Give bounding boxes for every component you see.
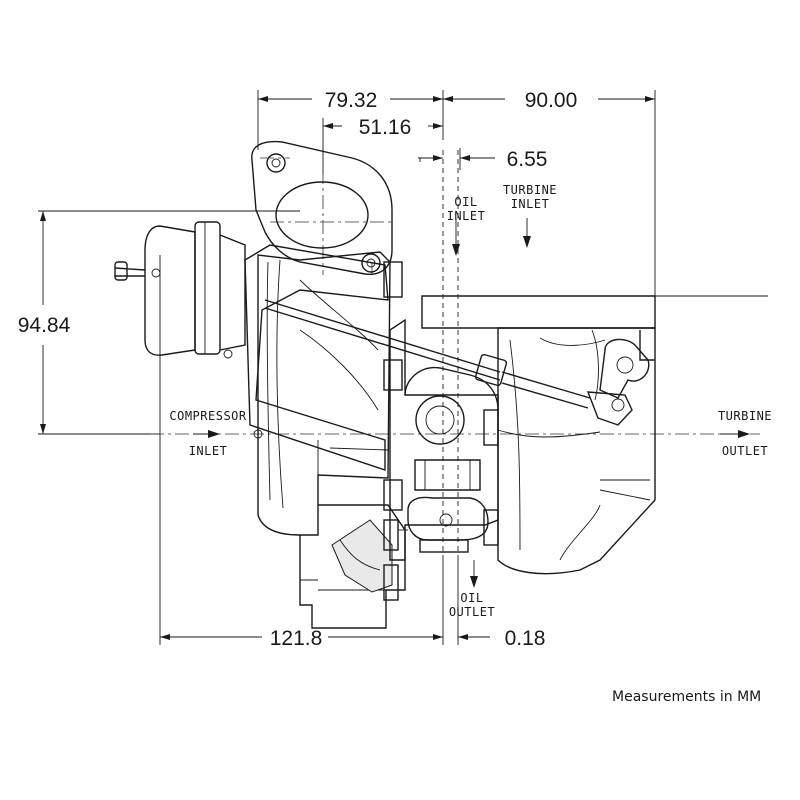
turbine-inlet-port (275, 181, 369, 249)
units-note: Measurements in MM (612, 689, 762, 705)
dim-6-55: 6.55 (507, 148, 548, 171)
callout-labels: OIL INLET TURBINE INLET COMPRESSOR INLET… (169, 183, 772, 619)
flange-bolt-hole-bottom (361, 253, 381, 273)
dim-90-00: 90.00 (525, 89, 578, 112)
turbine-outlet-label-1: TURBINE (718, 409, 772, 423)
dim-121-8: 121.8 (270, 627, 323, 650)
dim-94-84: 94.84 (18, 314, 71, 337)
turbine-outlet-label-2: OUTLET (722, 444, 768, 458)
compressor-inlet-label-1: COMPRESSOR (169, 409, 247, 423)
dim-51-16: 51.16 (359, 116, 412, 139)
turbine-inlet-label-1: TURBINE (503, 183, 557, 197)
turbine-inlet-label-2: INLET (511, 197, 550, 211)
dimension-values: 79.32 90.00 51.16 6.55 94.84 121.8 0.18 (18, 89, 578, 650)
oil-inlet-bore (415, 395, 465, 445)
turbine-housing (497, 327, 656, 575)
oil-outlet-label-1: OIL (460, 591, 483, 605)
oil-outlet-fitting (407, 496, 489, 541)
actuator-bracket (244, 244, 389, 471)
flow-arrows (193, 218, 750, 588)
dim-79-32: 79.32 (325, 89, 378, 112)
oil-inlet-label-2: INLET (447, 209, 486, 223)
compressor-lower-block (299, 504, 406, 629)
wastegate-actuator (144, 225, 196, 356)
center-housing (389, 318, 499, 561)
dim-0-18: 0.18 (505, 627, 546, 650)
oil-inlet-label-1: OIL (454, 195, 477, 209)
turbine-inlet-flange (251, 140, 393, 275)
flange-bolt-hole-top (266, 153, 286, 173)
turbine-housing-flange (421, 295, 656, 329)
turbocharger-body (114, 140, 656, 629)
wastegate-arm (599, 338, 650, 399)
oil-outlet-label-2: OUTLET (449, 605, 495, 619)
wastegate-rod (264, 299, 633, 426)
compressor-inlet-label-2: INLET (189, 444, 228, 458)
